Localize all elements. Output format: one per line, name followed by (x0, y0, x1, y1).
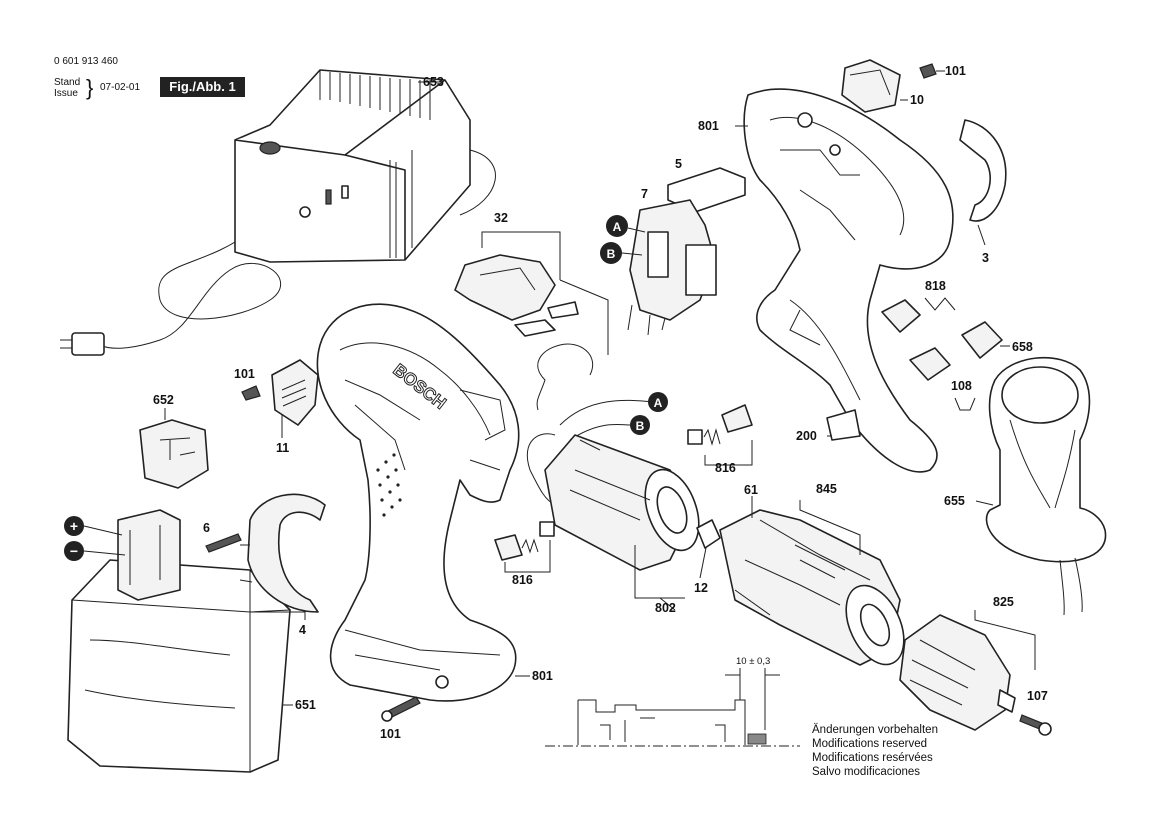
label-10: 10 (910, 93, 924, 107)
housing-right-half: 801 10 101 3 (698, 59, 1007, 473)
part-12-gear: 12 (694, 519, 721, 595)
label-845: 845 (816, 482, 837, 496)
label-32: 32 (494, 211, 508, 225)
label-818: 818 (925, 279, 946, 293)
label-11: 11 (276, 441, 289, 455)
minus-symbol: − (70, 543, 78, 559)
part-816-brushes: 816 816 (494, 404, 753, 587)
part-802-motor: A B 802 (526, 392, 700, 615)
document-number: 0 601 913 460 (54, 56, 118, 67)
label-61: 61 (744, 483, 758, 497)
dimension-value: 10 ± 0,3 (736, 656, 770, 667)
label-816-right: 816 (715, 461, 736, 475)
label-655: 655 (944, 494, 965, 508)
label-802: 802 (655, 601, 676, 615)
part-4-clamp: 4 6 (203, 493, 326, 637)
label-651: 651 (295, 698, 316, 712)
label-825: 825 (993, 595, 1014, 609)
label-6: 6 (203, 521, 210, 535)
label-7: 7 (641, 187, 648, 201)
label-652: 652 (153, 393, 174, 407)
label-101-bottom: 101 (380, 727, 401, 741)
charger-illustration: 653 (60, 69, 496, 356)
small-parts-right: 818 658 108 200 (796, 279, 1033, 443)
label-816-left: 816 (512, 573, 533, 587)
label-658: 658 (1012, 340, 1033, 354)
figure-label: Fig./Abb. 1 (160, 77, 245, 97)
part-61-gearbox: 61 845 (719, 482, 905, 666)
part-32-cover: 32 (454, 211, 609, 411)
dimension-sketch: 10 ± 0,3 (545, 656, 800, 747)
switch-assembly: 5 7 A B (600, 157, 746, 336)
label-108: 108 (951, 379, 972, 393)
connector-a-text-right: A (654, 396, 663, 410)
label-12: 12 (694, 581, 708, 595)
label-4: 4 (299, 623, 306, 637)
minus-terminal-badge (64, 541, 84, 561)
note-en: Modifications reserved (812, 738, 928, 750)
connector-a-text-left: A (613, 220, 622, 234)
label-107: 107 (1027, 689, 1048, 703)
plus-symbol: + (70, 518, 78, 534)
part-11-cap: 11 101 (234, 359, 319, 455)
plus-terminal-badge (64, 516, 84, 536)
part-651-battery: + − 651 (64, 509, 316, 773)
note-fr: Modifications resérvées (812, 752, 933, 764)
label-200: 200 (796, 429, 817, 443)
connector-b-text-right: B (636, 419, 645, 433)
connector-b-badge-left (600, 242, 622, 264)
issue-label: Issue (54, 88, 78, 99)
note-de: Änderungen vorbehalten (812, 724, 938, 736)
issue-date: 07-02-01 (100, 82, 141, 93)
connector-a-badge-right (648, 392, 668, 412)
housing-left-half: BOSCH 801 (316, 303, 553, 702)
brace-icon: } (86, 75, 94, 100)
vent-dots (376, 453, 402, 517)
label-801-top: 801 (698, 119, 719, 133)
label-101-mid: 101 (234, 367, 255, 381)
part-825-chuck: 825 107 (899, 595, 1052, 736)
label-801-bottom: 801 (532, 669, 553, 683)
connector-b-text-left: B (607, 247, 616, 261)
label-653: 653 (423, 75, 444, 89)
connector-b-badge-right (630, 415, 650, 435)
part-655-stand: 655 (944, 356, 1107, 616)
stand-label: Stand (54, 77, 81, 88)
label-5: 5 (675, 157, 682, 171)
label-3: 3 (982, 251, 989, 265)
modification-notes: Änderungen vorbehalten Modifications res… (812, 723, 938, 779)
note-es: Salvo modificaciones (812, 766, 921, 778)
part-652-battery-cap: 652 (139, 393, 209, 489)
connector-a-badge-left (606, 215, 628, 237)
label-101-top: 101 (945, 64, 966, 78)
screw-101-bottom: 101 (380, 696, 421, 741)
